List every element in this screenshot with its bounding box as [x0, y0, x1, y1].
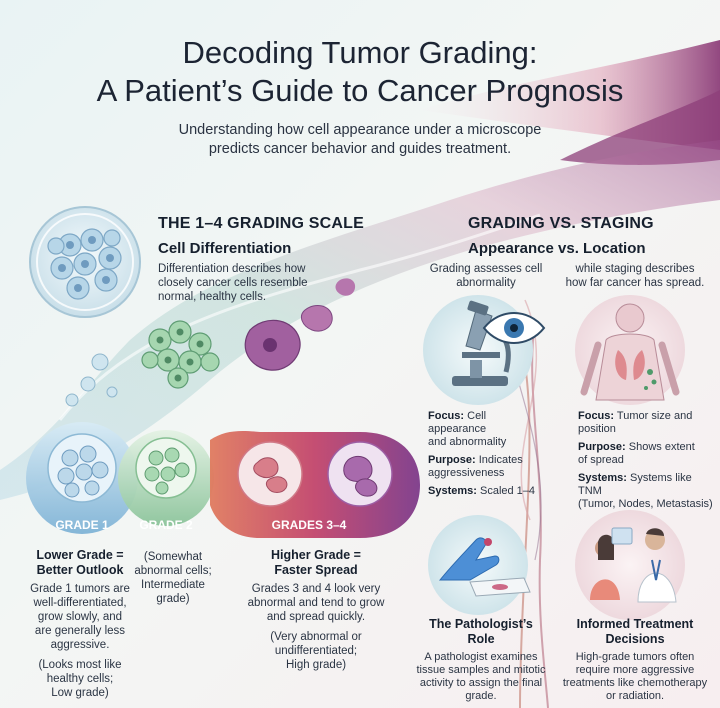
intermediate-grade-block: (Somewhat abnormal cells; Intermediate g… [134, 551, 212, 605]
differentiation-description: Differentiation describes how closely ca… [158, 263, 308, 303]
page-title-line1: Decoding Tumor Grading: [182, 35, 538, 70]
doctor-patient-illustration [590, 527, 677, 603]
subtitle-line1: Understanding how cell appearance under … [178, 122, 542, 138]
hand-slide-illustration [438, 537, 531, 597]
grading-scale-heading: THE 1–4 GRADING SCALE [158, 215, 365, 232]
grading-vs-staging-heading: GRADING VS. STAGING [468, 215, 654, 232]
higher-grade-block: Higher Grade = Faster Spread Grades 3 an… [247, 548, 385, 671]
grade-1-label: GRADE 1 [55, 518, 109, 532]
staging-details: Focus: Tumor size and position Purpose: … [578, 410, 713, 510]
grading-intro: Grading assesses cell abnormality [429, 263, 543, 289]
pathologist-role-block: The Pathologist’s Role A pathologist exa… [416, 617, 546, 702]
lower-grade-block: Lower Grade = Better Outlook Grade 1 tum… [30, 548, 130, 699]
cell-differentiation-heading: Cell Differentiation [158, 240, 292, 257]
grade-2-label: GRADE 2 [139, 518, 193, 532]
grades-3-4-label: GRADES 3–4 [271, 518, 347, 532]
page-title-line2: A Patient’s Guide to Cancer Prognosis [96, 73, 624, 108]
microscope-illustration [452, 300, 511, 386]
staging-intro: while staging describes how far cancer h… [565, 263, 705, 289]
body-illustration [580, 303, 680, 401]
appearance-vs-location-heading: Appearance vs. Location [468, 240, 646, 257]
treatment-decisions-block: Informed Treatment Decisions High-grade … [562, 617, 708, 702]
subtitle-line2: predicts cancer behavior and guides trea… [208, 141, 512, 157]
eye-illustration [482, 312, 546, 344]
grading-details: Focus: Cell appearance and abnormality P… [428, 410, 536, 497]
